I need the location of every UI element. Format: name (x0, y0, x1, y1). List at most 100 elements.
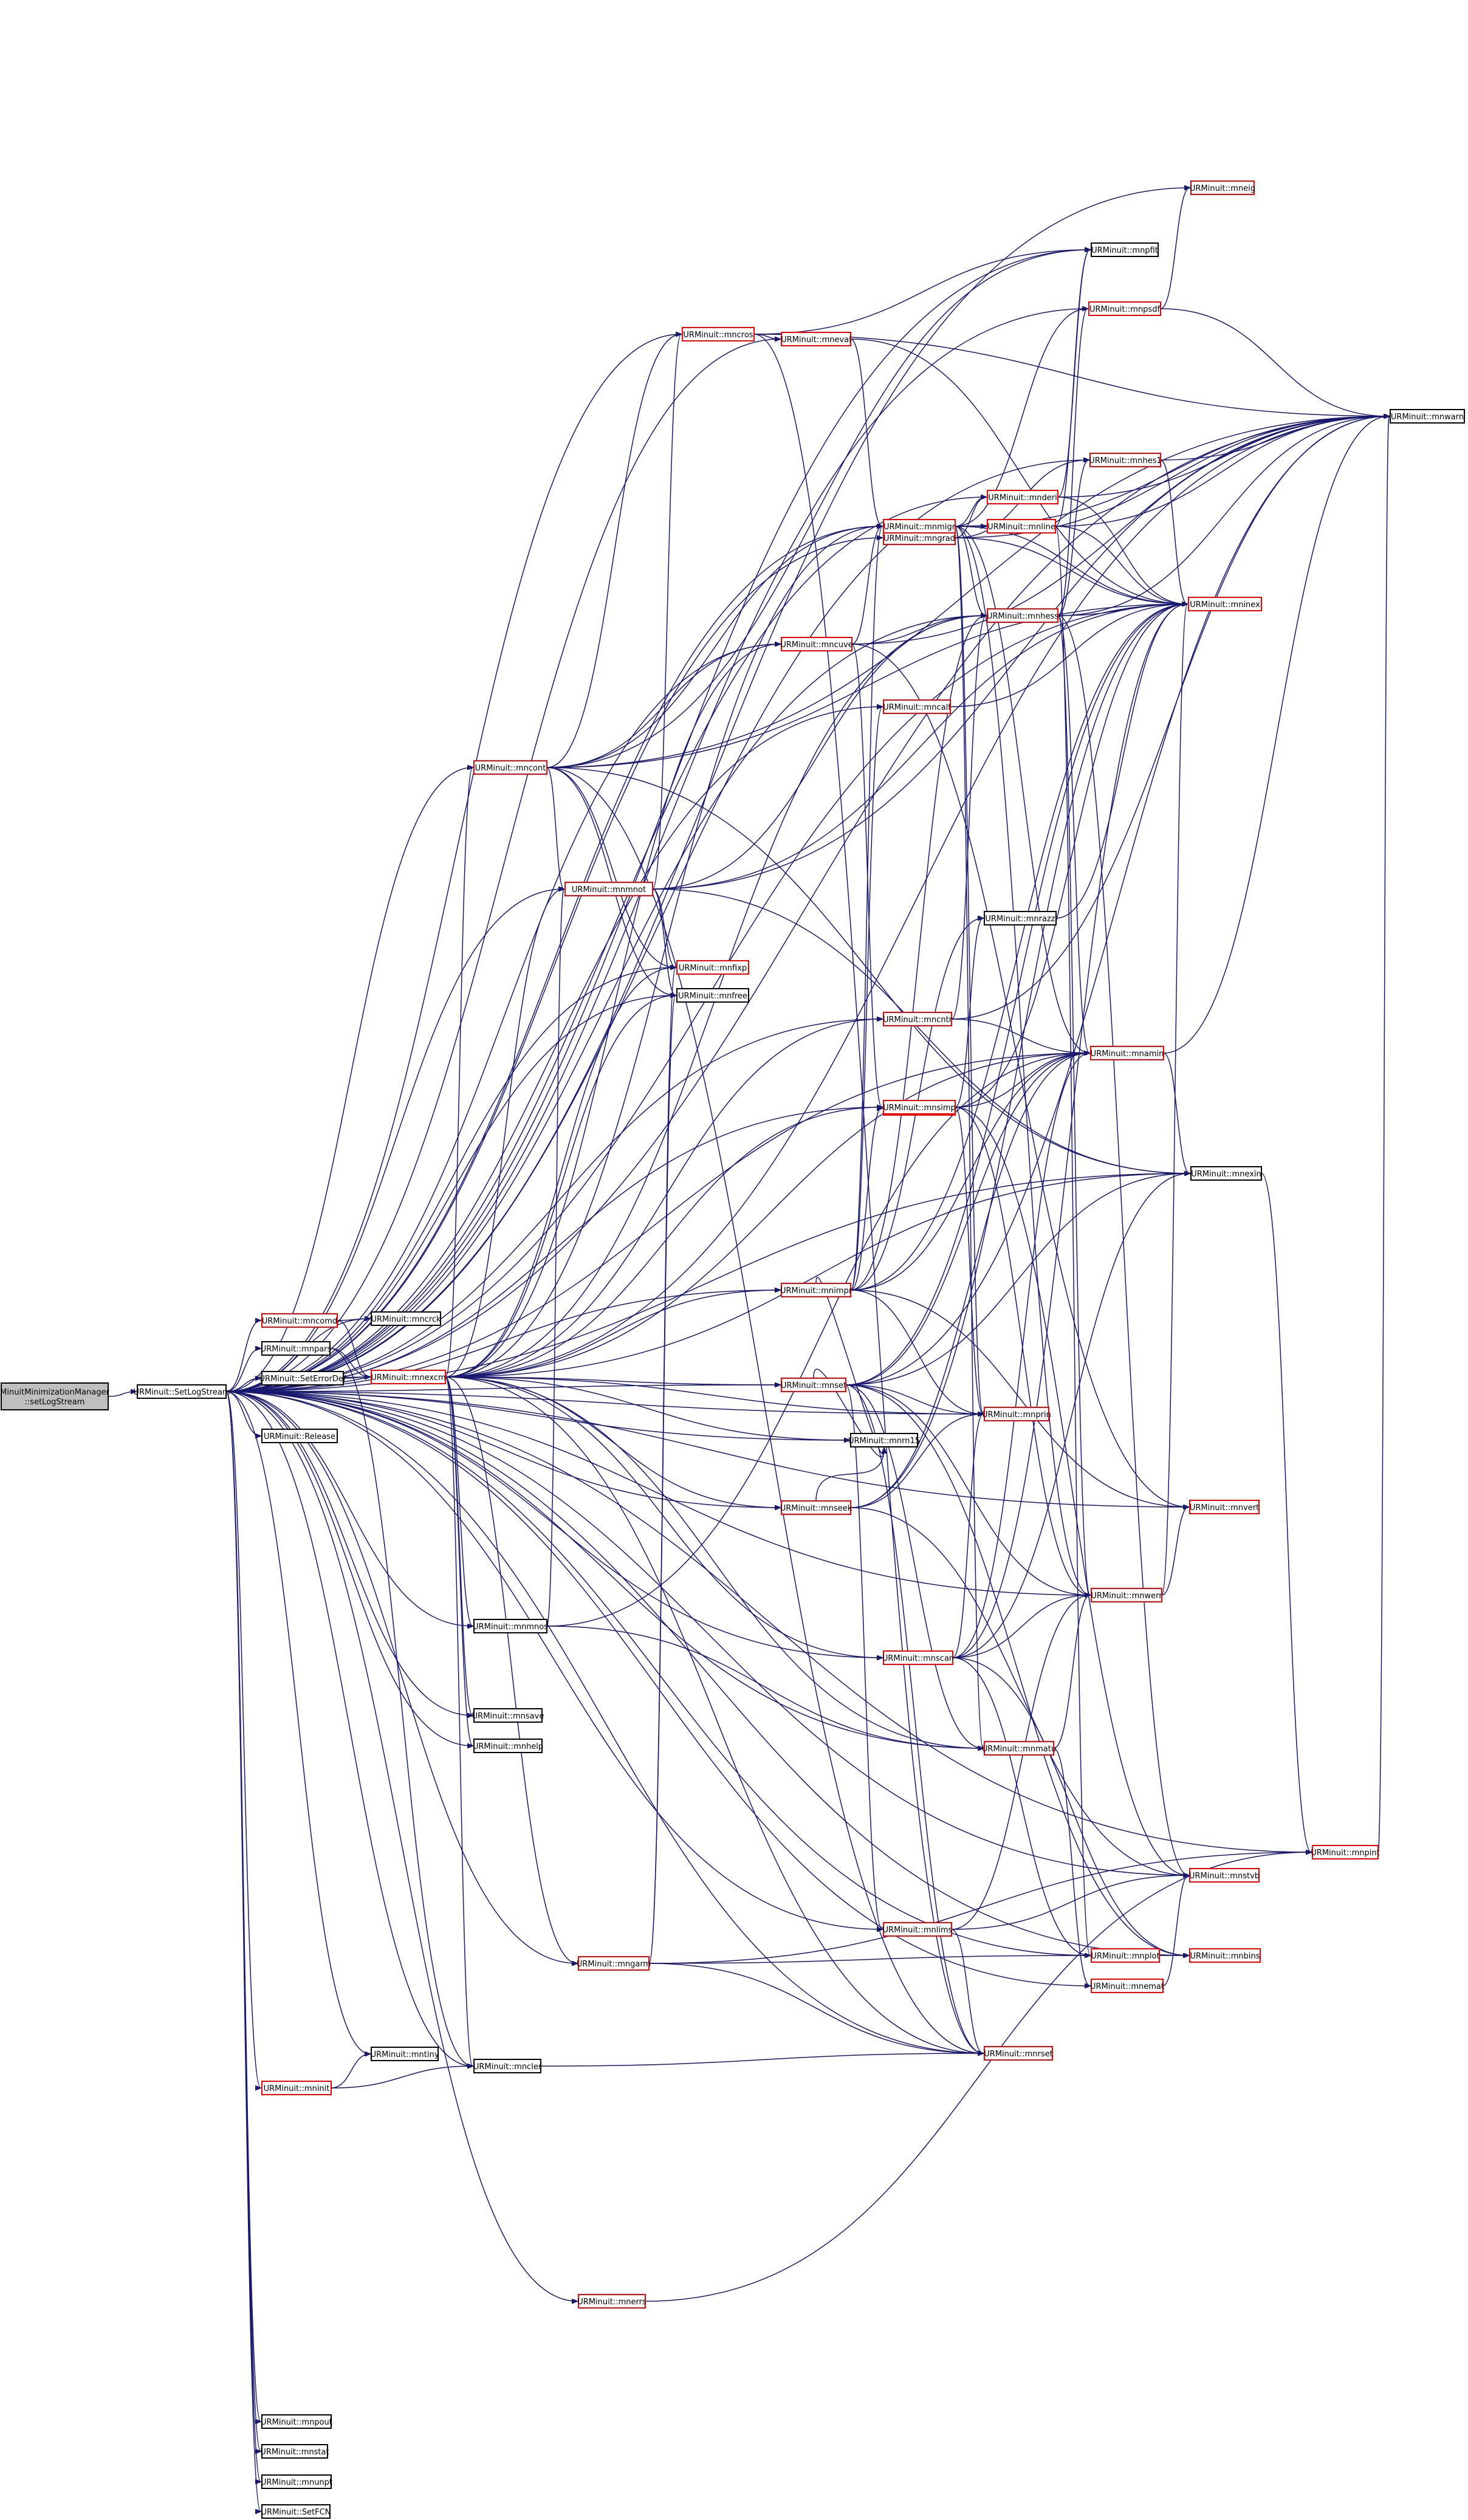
node-mncler[interactable]: URMinuit::mncler (473, 2059, 542, 2073)
node-mnimpr[interactable]: URMinuit::mnimpr (780, 1283, 852, 1297)
node-mnpars[interactable]: URMinuit::mnpars (261, 1341, 332, 1356)
node-mnhes1[interactable]: URMinuit::mnhes1 (1089, 453, 1162, 467)
node-mnhelp[interactable]: URMinuit::mnhelp (473, 1739, 543, 1753)
node-box-mncont[interactable] (473, 760, 547, 775)
node-mnpsdf[interactable]: URMinuit::mnpsdf (1088, 301, 1161, 316)
node-box-mnprin[interactable] (984, 1407, 1049, 1421)
node-box-mneval[interactable] (781, 332, 851, 346)
node-mnemat2[interactable]: URMinuit::mnemat (1090, 1979, 1164, 1993)
node-mnsave[interactable]: URMinuit::mnsave (472, 1708, 544, 1723)
node-box-mncntr[interactable] (883, 1012, 952, 1026)
node-box-mnplot[interactable] (1091, 1948, 1160, 1963)
node-mncrck[interactable]: URMinuit::mncrck (371, 1311, 441, 1326)
node-box-mntiny[interactable] (371, 2047, 439, 2061)
node-box-seterrdef[interactable] (261, 1371, 344, 1385)
node-mnamin[interactable]: URMinuit::mnamin (1090, 1046, 1164, 1060)
node-box-mninex[interactable] (1188, 597, 1262, 611)
node-mncntr[interactable]: URMinuit::mncntr (883, 1012, 953, 1026)
node-box-mnexcm[interactable] (371, 1370, 446, 1384)
node-box-mnderi[interactable] (987, 490, 1058, 504)
node-mncros[interactable]: URMinuit::mncros (682, 327, 755, 342)
node-mnset[interactable]: URMinuit::mnset (781, 1378, 846, 1392)
node-mnpfit[interactable]: URMinuit::mnpfit (1091, 242, 1159, 257)
node-mnmatu[interactable]: URMinuit::mnmatu (982, 1741, 1056, 1756)
node-box-mnhess[interactable] (987, 608, 1058, 623)
node-setLogStream[interactable]: URMinuit::SetLogStream (134, 1384, 230, 1399)
node-box-mnamin[interactable] (1090, 1046, 1164, 1060)
node-box-mnsimp[interactable] (883, 1100, 956, 1114)
node-box-mnfixp[interactable] (676, 960, 749, 975)
node-box-mnrset[interactable] (984, 2046, 1053, 2061)
node-box-mnset[interactable] (781, 1378, 846, 1392)
node-mncuve[interactable]: URMinuit::mncuve (780, 637, 853, 651)
node-mneval[interactable]: URMinuit::mneval (781, 332, 851, 346)
node-mngrad[interactable]: URMinuit::mngrad (883, 530, 956, 545)
node-box-mnpfit[interactable] (1091, 242, 1159, 257)
node-box-mnerrs[interactable] (578, 2294, 646, 2309)
node-box-mnlims[interactable] (883, 1922, 952, 1937)
node-box-mnrn15[interactable] (850, 1433, 918, 1447)
node-mncont[interactable]: URMinuit::mncont (473, 760, 547, 775)
node-mnprin[interactable]: URMinuit::mnprin (982, 1407, 1051, 1421)
node-mnplot[interactable]: URMinuit::mnplot (1091, 1948, 1160, 1963)
node-box-mnunpt[interactable] (261, 2474, 332, 2489)
node-mnwarn[interactable]: URMinuit::mnwarn (1390, 409, 1465, 424)
node-mnfree[interactable]: URMinuit::mnfree (676, 988, 749, 1003)
node-mnunpt[interactable]: URMinuit::mnunpt (261, 2474, 332, 2489)
node-mninex[interactable]: URMinuit::mninex (1188, 597, 1262, 611)
node-release[interactable]: URMinuit::Release (261, 1429, 338, 1443)
node-mnmigr[interactable]: URMinuit::mnmigr (883, 519, 956, 534)
node-box-mnseek[interactable] (781, 1500, 851, 1515)
node-box-mnwarn[interactable] (1390, 409, 1465, 424)
node-mncomd[interactable]: URMinuit::mncomd (261, 1313, 338, 1328)
node-box-mnfree[interactable] (676, 988, 749, 1003)
node-mnstat[interactable]: URMinuit::mnstat (260, 2444, 329, 2459)
node-mngarm[interactable]: URMinuit::mngarm (577, 1956, 651, 1971)
node-box-mncalf[interactable] (883, 699, 951, 714)
node-mnrn15[interactable]: URMinuit::mnrn15 (848, 1433, 920, 1447)
node-box-release[interactable] (261, 1429, 338, 1443)
node-mninit[interactable]: URMinuit::mninit (261, 2081, 332, 2095)
node-mnrazz[interactable]: URMinuit::mnrazz (984, 911, 1057, 925)
node-box-mnstvb[interactable] (1189, 1868, 1260, 1883)
node-mnhess[interactable]: URMinuit::mnhess (987, 608, 1058, 623)
node-box-mnvert[interactable] (1189, 1500, 1260, 1514)
node-mnlims[interactable]: URMinuit::mnlims (883, 1922, 953, 1937)
node-box-mnimpr[interactable] (781, 1283, 851, 1297)
node-mnmnot[interactable]: URMinuit::mnmnot (564, 882, 653, 896)
node-mnfixp[interactable]: URMinuit::mnfixp (676, 960, 749, 975)
node-box-mnpint[interactable] (1312, 1845, 1379, 1859)
node-mnrset[interactable]: URMinuit::mnrset (984, 2046, 1053, 2061)
node-mnstvb[interactable]: URMinuit::mnstvb (1189, 1868, 1260, 1883)
node-box-mnline[interactable] (987, 519, 1056, 534)
node-box-mnmnot[interactable] (564, 882, 653, 896)
node-mnpint[interactable]: URMinuit::mnpint (1311, 1845, 1380, 1859)
node-box-mnsave[interactable] (473, 1708, 543, 1723)
node-box-mnwerr[interactable] (1091, 1588, 1162, 1602)
node-mnpout[interactable]: URMinuit::mnpout (261, 2414, 332, 2429)
node-box-mnstat[interactable] (261, 2444, 328, 2459)
node-box-mnpars[interactable] (261, 1341, 331, 1356)
node-box-setLogStream[interactable] (137, 1384, 227, 1399)
node-box-mnexin[interactable] (1190, 1166, 1262, 1181)
node-box-mnemat2[interactable] (1091, 1979, 1164, 1993)
node-box-mncler[interactable] (473, 2059, 541, 2073)
node-mnbins[interactable]: URMinuit::mnbins (1189, 1948, 1261, 1963)
node-setfcn[interactable]: URMinuit::SetFCN (261, 2504, 331, 2519)
node-mnvert[interactable]: URMinuit::mnvert (1189, 1500, 1260, 1514)
node-box-mncrck[interactable] (371, 1311, 441, 1326)
node-box-mnhes1[interactable] (1089, 453, 1161, 467)
node-box-mnscan[interactable] (883, 1650, 953, 1665)
node-box-mnmatu[interactable] (984, 1741, 1054, 1756)
node-box-mnhelp[interactable] (473, 1739, 543, 1753)
node-mnscan[interactable]: URMinuit::mnscan (882, 1650, 954, 1665)
node-mntiny[interactable]: URMinuit::mntiny (371, 2047, 439, 2061)
node-mneig[interactable]: URMinuit::mneig (1190, 180, 1255, 195)
node-root[interactable]: MinuitMinimizationManager::setLogStream (0, 1382, 109, 1410)
node-mncalf[interactable]: URMinuit::mncalf (883, 699, 951, 714)
node-box-mnpout[interactable] (261, 2414, 332, 2429)
node-mnerrs[interactable]: URMinuit::mnerrs (577, 2294, 647, 2309)
node-mnseek[interactable]: URMinuit::mnseek (780, 1500, 852, 1515)
node-box-mnrazz[interactable] (984, 911, 1057, 925)
node-box-mnmnos[interactable] (473, 1619, 547, 1633)
